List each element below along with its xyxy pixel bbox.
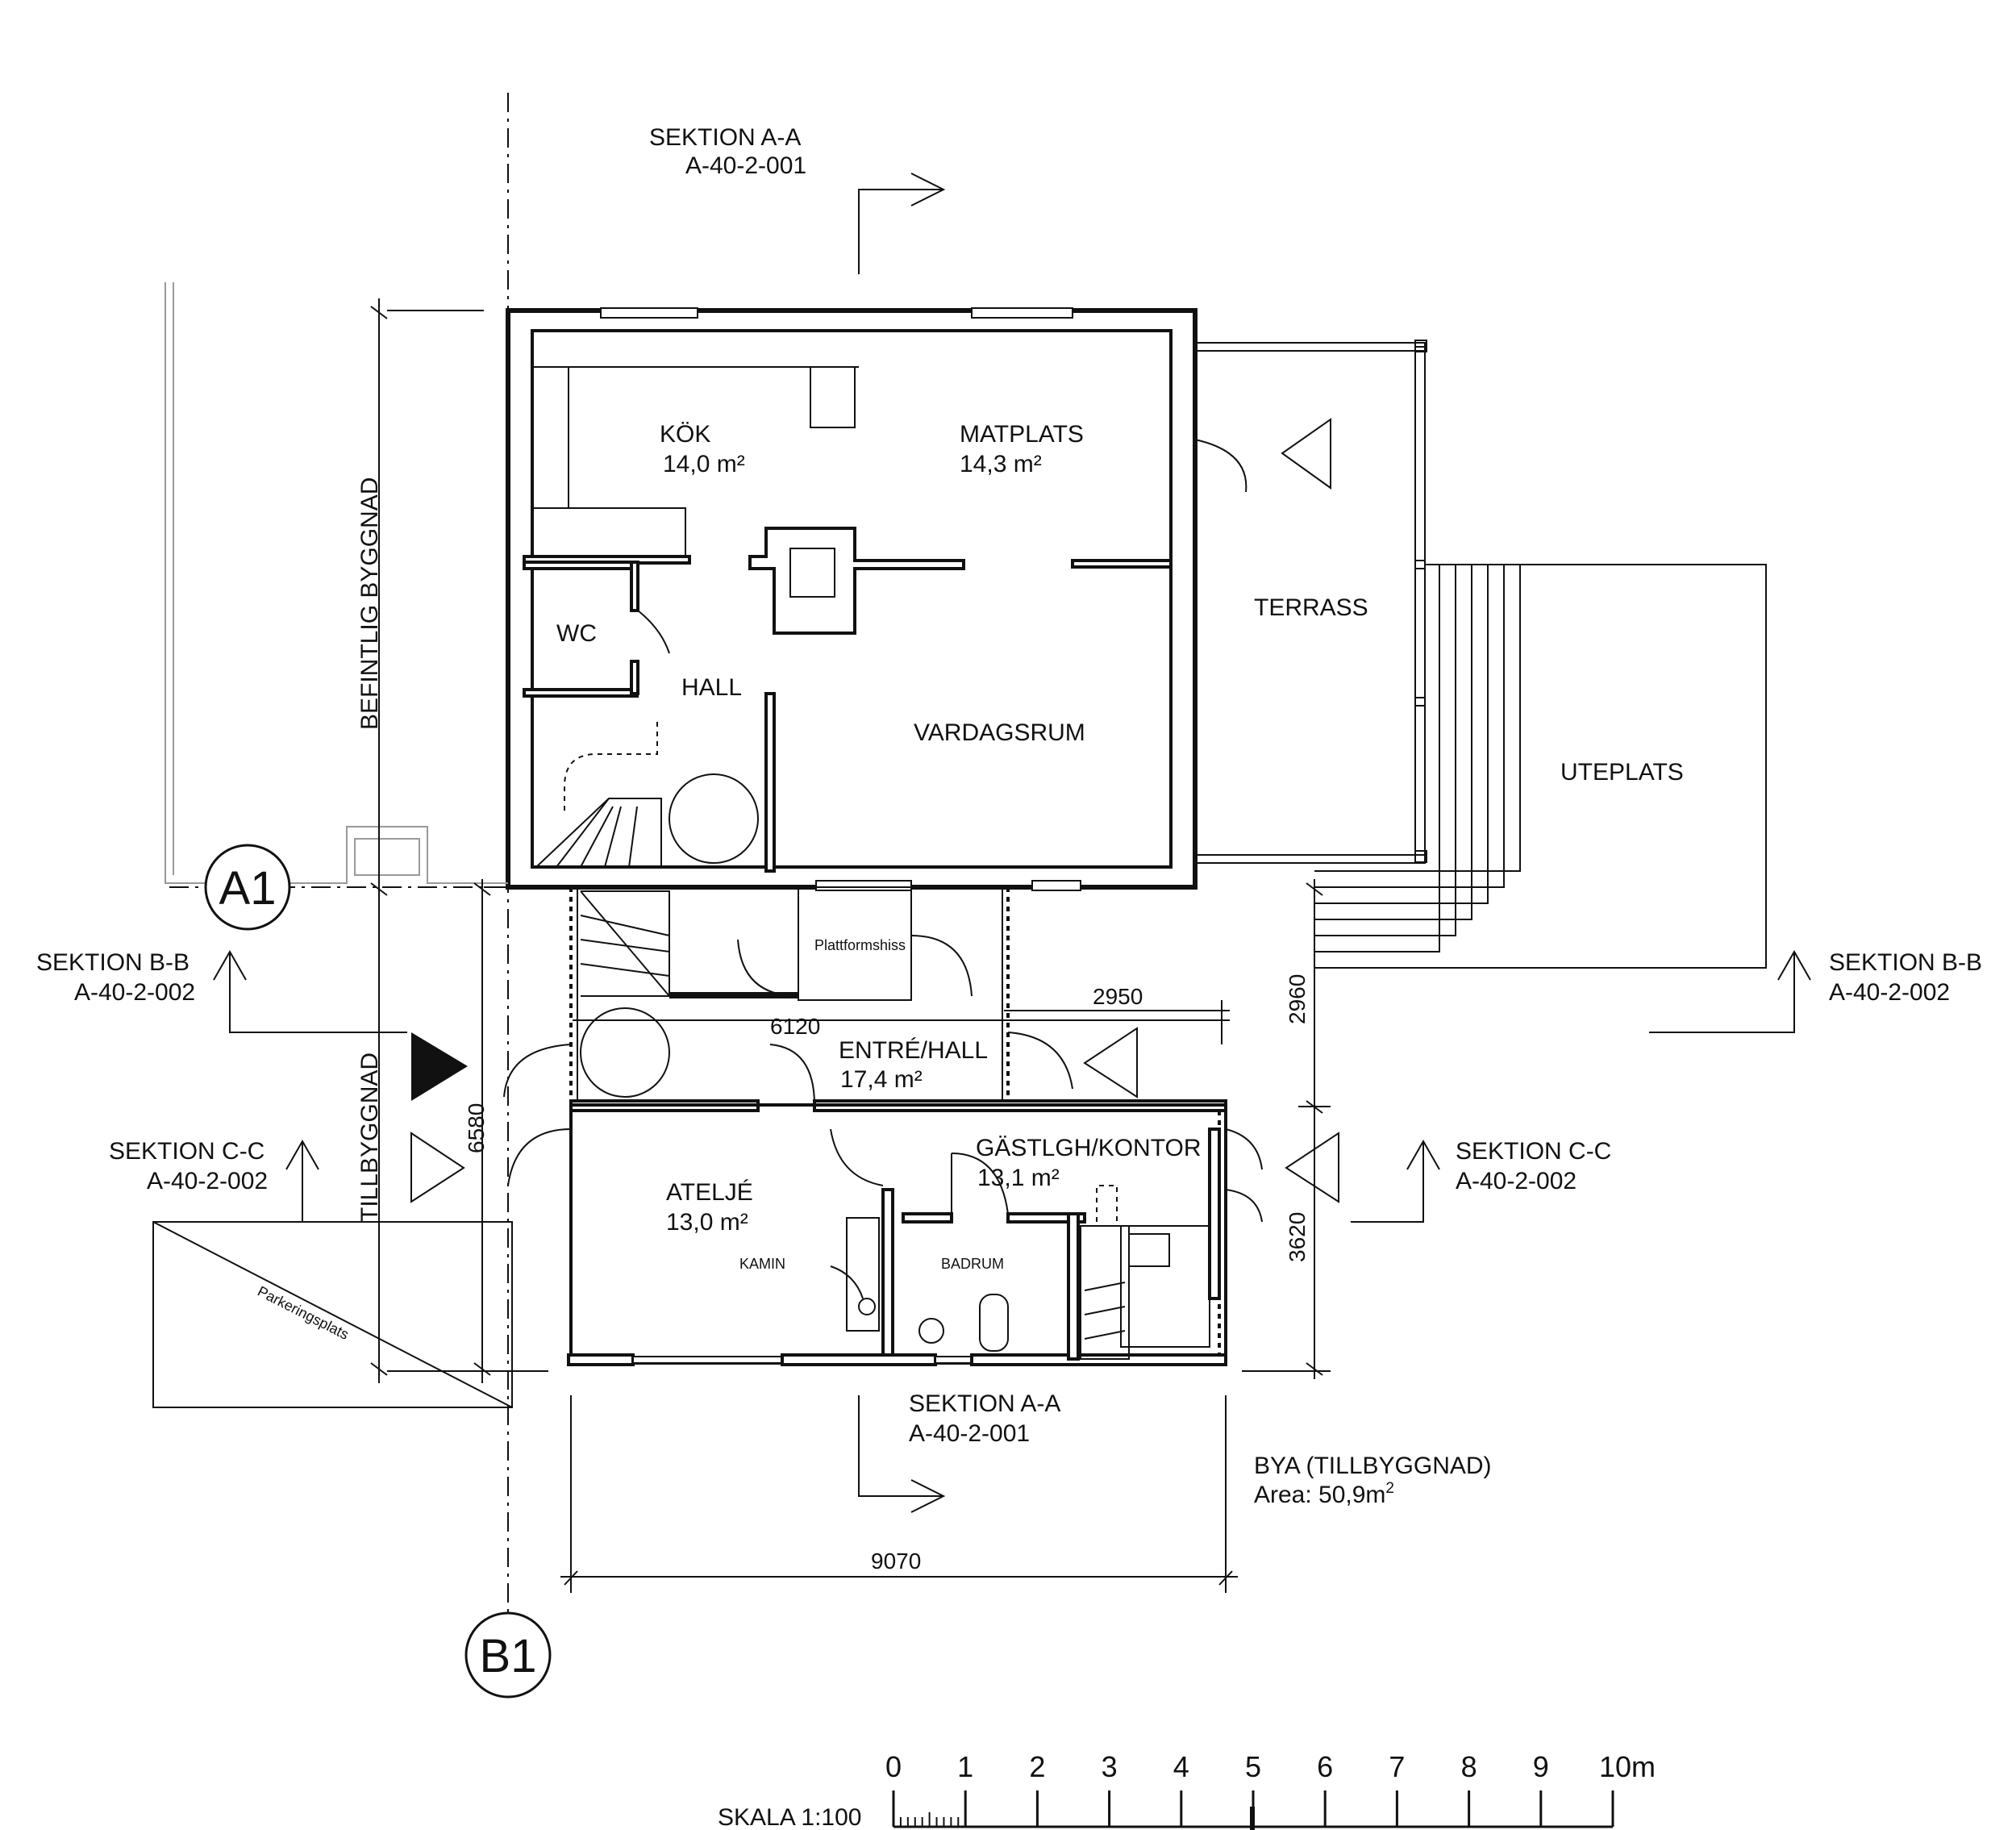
room-kok-name: KÖK xyxy=(660,421,710,448)
room-gastlgh-name: GÄSTLGH/KONTOR xyxy=(976,1135,1202,1161)
room-hall-name: HALL xyxy=(681,674,742,701)
section-aa-bottom-ref: A-40-2-001 xyxy=(909,1420,1030,1447)
section-cc-left-title: SEKTION C-C xyxy=(109,1138,264,1165)
dim-6580: 6580 xyxy=(464,1103,489,1153)
section-cc-left-ref: A-40-2-002 xyxy=(147,1168,268,1194)
room-atelje-area: 13,0 m² xyxy=(666,1209,748,1236)
grid-label-b1: B1 xyxy=(480,1630,537,1682)
scale-tick-label: 9 xyxy=(1533,1750,1549,1783)
bya-title: BYA (TILLBYGGNAD) xyxy=(1254,1453,1492,1479)
dim-9070: 9070 xyxy=(871,1549,921,1574)
room-matplats-area: 14,3 m² xyxy=(960,451,1042,477)
section-aa-bottom-title: SEKTION A-A xyxy=(909,1390,1060,1417)
section-cc-right-ref: A-40-2-002 xyxy=(1456,1168,1577,1194)
scale-label: SKALA 1:100 xyxy=(718,1804,861,1830)
adjacent-building-outline xyxy=(165,282,508,884)
room-entre-area: 17,4 m² xyxy=(840,1066,923,1093)
dimension-labels: 6120 2950 2960 6580 3620 9070 xyxy=(464,974,1310,1574)
section-aa-top-title: SEKTION A-A xyxy=(649,124,801,151)
section-labels: SEKTION A-A A-40-2-001 SEKTION A-A A-40-… xyxy=(36,124,1982,1447)
grid-bubble-b1: B1 xyxy=(464,1611,552,1699)
grid-bubble-a1: A1 xyxy=(204,844,291,931)
room-vardagsrum-name: VARDAGSRUM xyxy=(914,719,1085,746)
parking-area xyxy=(152,1221,513,1408)
scale-tick-label: 4 xyxy=(1173,1750,1189,1783)
section-aa-top-ref: A-40-2-001 xyxy=(685,152,806,179)
scale-tick-label: 2 xyxy=(1029,1750,1045,1783)
room-kok-area: 14,0 m² xyxy=(663,451,745,477)
scale-tick-label: 5 xyxy=(1245,1750,1261,1783)
bya-area: Area: 50,9m2 xyxy=(1254,1480,1394,1508)
scale-tick-label: 6 xyxy=(1317,1750,1333,1783)
room-plattformshiss-name: Plattformshiss xyxy=(814,937,906,953)
section-bb-left-ref: A-40-2-002 xyxy=(74,979,195,1006)
room-labels: KÖK 14,0 m² MATPLATS 14,3 m² WC HALL VAR… xyxy=(255,421,1684,1343)
room-kamin-name: KAMIN xyxy=(739,1256,785,1272)
room-uteplats-name: UTEPLATS xyxy=(1560,759,1684,786)
section-bb-left-title: SEKTION B-B xyxy=(36,949,190,976)
building-labels: BEFINTLIG BYGGNAD TILLBYGGNAD xyxy=(356,477,383,1222)
section-bb-right-ref: A-40-2-002 xyxy=(1829,979,1950,1006)
bya-note: BYA (TILLBYGGNAD) Area: 50,9m2 xyxy=(1254,1453,1492,1508)
scale-tick-label: 7 xyxy=(1389,1750,1405,1783)
scale-tick-label: 0 xyxy=(885,1750,902,1783)
room-parkering-name: Parkeringsplats xyxy=(255,1283,352,1343)
section-markers xyxy=(213,173,1811,1513)
terrace xyxy=(1194,340,1767,969)
room-matplats-name: MATPLATS xyxy=(960,421,1084,448)
scale-ticks: 0 1 2 3 4 5 6 7 8 9 10m xyxy=(885,1750,1656,1827)
room-wc-name: WC xyxy=(556,620,597,647)
room-badrum-name: BADRUM xyxy=(941,1256,1004,1272)
dim-6120: 6120 xyxy=(770,1014,820,1039)
section-cc-right-title: SEKTION C-C xyxy=(1456,1138,1611,1165)
room-entre-name: ENTRÉ/HALL xyxy=(839,1037,988,1064)
grid-label-a1: A1 xyxy=(219,862,277,915)
dim-2960: 2960 xyxy=(1285,974,1310,1024)
scale-tick-label: 1 xyxy=(957,1750,973,1783)
existing-building xyxy=(506,307,1248,891)
room-atelje-name: ATELJÉ xyxy=(666,1179,753,1206)
scale-tick-label: 8 xyxy=(1461,1750,1477,1783)
scale-bar: SKALA 1:100 0 1 2 3 4 5 6 7 8 9 10m xyxy=(718,1750,1656,1830)
dim-2950: 2950 xyxy=(1093,984,1143,1009)
section-bb-right-title: SEKTION B-B xyxy=(1829,949,1982,976)
label-befintlig-byggnad: BEFINTLIG BYGGNAD xyxy=(356,477,383,730)
dimension-lines xyxy=(370,298,1331,1593)
room-gastlgh-area: 13,1 m² xyxy=(977,1165,1060,1191)
label-tillbyggnad: TILLBYGGNAD xyxy=(356,1053,383,1222)
scale-tick-label: 3 xyxy=(1102,1750,1118,1783)
room-terrass-name: TERRASS xyxy=(1254,594,1368,621)
scale-tick-label: 10m xyxy=(1599,1750,1656,1783)
dim-3620: 3620 xyxy=(1285,1212,1310,1262)
extension xyxy=(410,886,1339,1366)
